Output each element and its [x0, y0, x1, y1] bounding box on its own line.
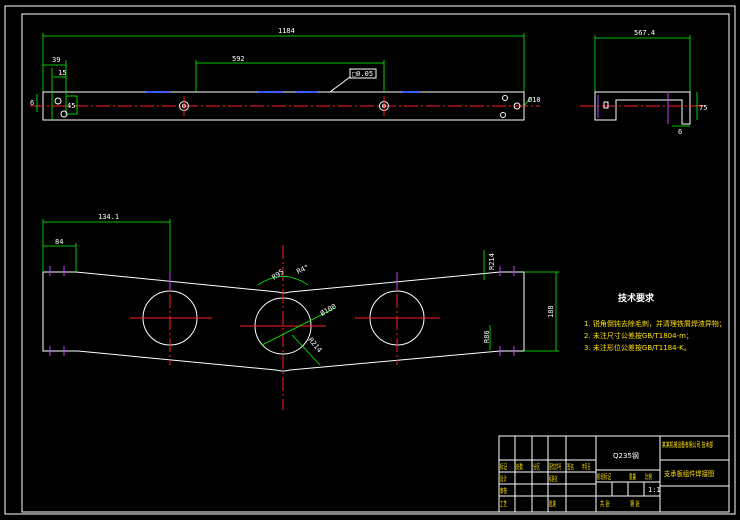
- material-label: Q235钢: [613, 451, 639, 460]
- dim-thickness-6: 6: [30, 99, 34, 107]
- tb-label-weight: 重量: [629, 471, 636, 481]
- drawing-name: 支承板组件焊接图: [664, 469, 715, 478]
- tb-label-process: 工艺: [500, 500, 507, 509]
- dim-radius-mid: R214: [306, 336, 323, 354]
- dim-39: 39: [52, 56, 60, 64]
- dim-radius-bottom: R86: [483, 330, 491, 343]
- dim-592: 592: [232, 55, 245, 63]
- tb-label-sign: 签名: [567, 461, 574, 471]
- dim-hole-dia-10: Ø10: [528, 96, 541, 104]
- top-view: 1184 592 39 15 6 45: [30, 27, 541, 121]
- side-view: 567.4 75 6: [580, 29, 707, 136]
- tb-label-approve: 批准: [549, 498, 556, 508]
- tech-req-title: 技术要求: [618, 292, 655, 304]
- tech-req-item-3: 3. 未注形位公差按GB/T1184-K。: [584, 343, 691, 352]
- dim-side-6: 6: [678, 128, 682, 136]
- tb-label-change: 更改文件号: [549, 461, 561, 472]
- tech-req-item-2: 2. 未注尺寸公差按GB/T1804-m；: [584, 331, 693, 340]
- dim-567: 567.4: [634, 29, 655, 37]
- drawing-outer-frame: [4, 5, 736, 515]
- front-view: 134.1 84 R214 R95 R4° Ø100 R214 188 R86: [42, 213, 559, 410]
- side-view-profile: [594, 91, 691, 125]
- tb-label-total-sheets: 共 张: [600, 499, 610, 509]
- tb-label-zone: 分区: [533, 461, 540, 471]
- top-hole-right-lower: [500, 112, 506, 118]
- slot-detail-box: [65, 95, 78, 115]
- tb-label-mark: 标记: [500, 461, 507, 471]
- top-hole-left-upper: [54, 97, 62, 105]
- title-block: Q235钢 某某机械设备有限公司 技术部 支承板组件焊接图 1:1 标记 处数 …: [498, 435, 730, 513]
- tb-label-sheet-no: 第 张: [630, 499, 640, 509]
- dim-1184: 1184: [278, 27, 295, 35]
- tb-label-standard: 标准化: [549, 473, 558, 484]
- dim-angle: R4°: [295, 263, 310, 276]
- dim-hole-dia-100: Ø100: [319, 302, 338, 317]
- tb-label-design: 设计: [500, 473, 507, 483]
- drawing-inner-frame: [21, 13, 730, 513]
- dim-188: 188: [547, 305, 555, 318]
- company-name: 某某机械设备有限公司 技术部: [662, 440, 713, 450]
- tb-label-stage: 阶段标记: [597, 471, 611, 481]
- dim-15: 15: [58, 69, 66, 77]
- tech-req-item-1: 1. 锐角倒钝去除毛刺，并清理铁屑焊渣异物；: [584, 319, 726, 328]
- tb-label-review: 审核: [500, 485, 507, 495]
- scale-value: 1:1: [648, 486, 661, 494]
- title-block-frame: [498, 435, 730, 513]
- angle-arc: [257, 276, 309, 286]
- top-hole-right-end: [513, 102, 521, 110]
- tb-label-count: 处数: [516, 461, 523, 471]
- tb-label-date: 年月日: [582, 461, 590, 472]
- flatness-tolerance-box: [349, 68, 377, 79]
- dim-134: 134.1: [98, 213, 119, 221]
- dim-slot-45: 45: [67, 102, 75, 110]
- dim-84: 84: [55, 238, 63, 246]
- top-hole-left-lower: [60, 110, 68, 118]
- dim-side-75: 75: [699, 104, 707, 112]
- tb-label-scale: 比例: [645, 471, 652, 481]
- flatness-tolerance: □0.05: [352, 70, 373, 78]
- dim-radius-top: R214: [488, 253, 496, 270]
- top-hole-right-upper: [502, 95, 508, 101]
- tech-requirements: 技术要求 1. 锐角倒钝去除毛刺，并清理铁屑焊渣异物； 2. 未注尺寸公差按GB…: [584, 292, 726, 352]
